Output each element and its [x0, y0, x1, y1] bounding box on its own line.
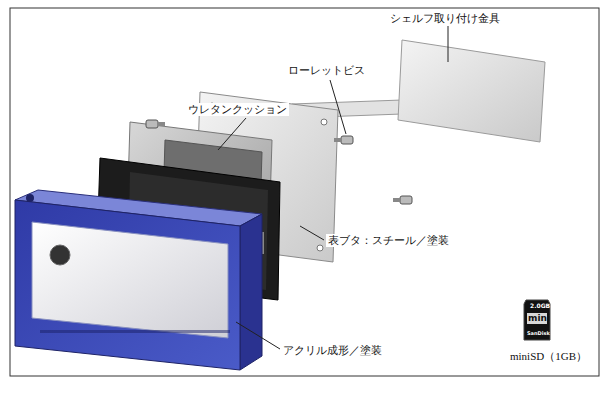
screw: [146, 120, 165, 128]
screw: [393, 196, 412, 204]
screw: [334, 136, 353, 144]
shelf-bracket: [398, 40, 545, 142]
case-window: [32, 222, 228, 338]
hole: [321, 119, 327, 125]
card-print: SanDisk: [527, 330, 550, 336]
case-hole: [26, 194, 34, 202]
part-label: ローレットビス: [286, 64, 367, 77]
case-groove: [40, 330, 230, 333]
acrylic-case: [15, 200, 240, 370]
case-side: [240, 214, 262, 370]
part-label: miniSD（1GB）: [508, 350, 589, 363]
hole: [317, 245, 323, 251]
part-label: シェルフ取り付け金具: [388, 12, 502, 25]
phone-dpad: [50, 245, 70, 265]
leader-lines: [218, 26, 448, 349]
card-print: mini: [528, 313, 550, 324]
minisd-card: [524, 300, 550, 340]
part-label: 表ブタ：スチール／塗装: [326, 234, 451, 247]
part-label: ウレタンクッション: [186, 103, 289, 116]
part-label: アクリル成形／塗装: [281, 344, 384, 357]
card-print: 2.0GB: [530, 302, 550, 309]
frame: [10, 8, 599, 376]
